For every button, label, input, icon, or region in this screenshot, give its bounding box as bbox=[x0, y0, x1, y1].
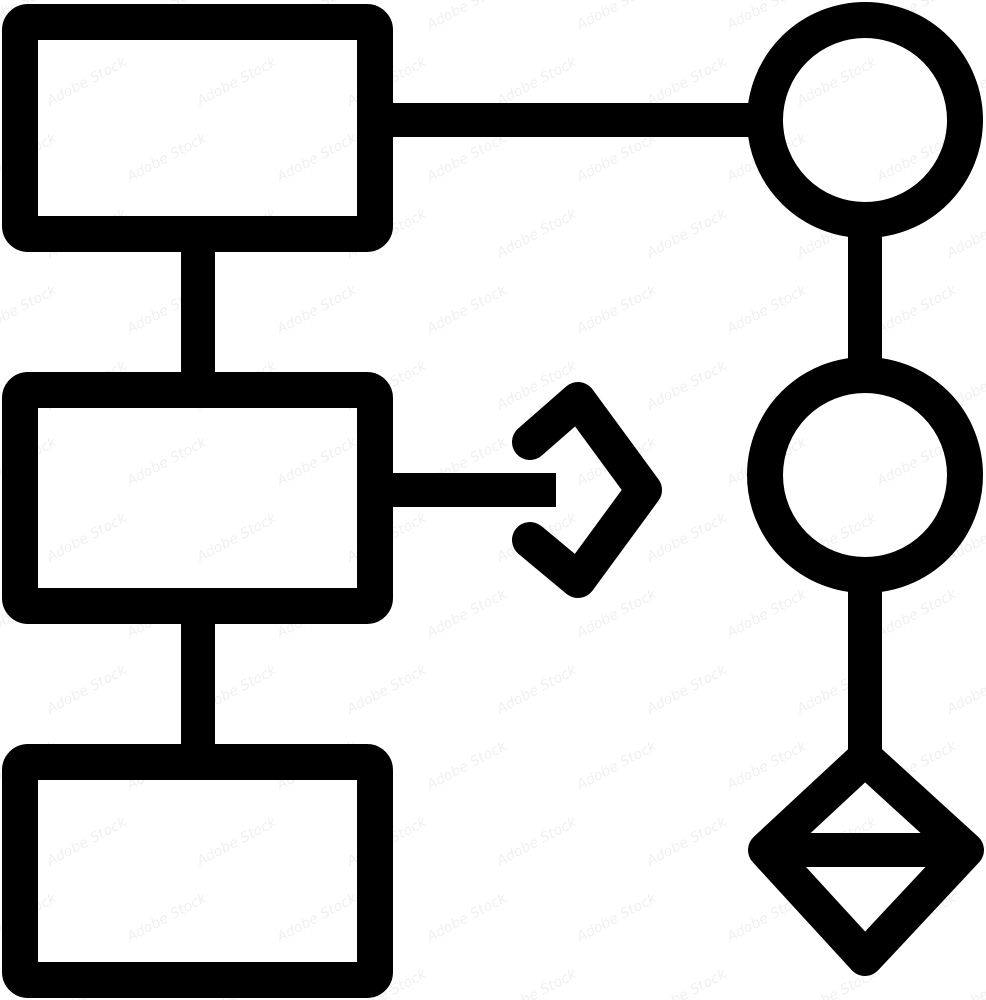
watermark-tile: Adobe Stock bbox=[193, 510, 280, 566]
watermark-tile: Adobe Stock bbox=[43, 814, 130, 870]
watermark-tile: Adobe Stock bbox=[423, 738, 510, 794]
watermark-tile: Adobe Stock bbox=[643, 206, 730, 262]
watermark-tile: Adobe Stock bbox=[643, 358, 730, 414]
process-box-top bbox=[2, 4, 393, 252]
watermark-tile: Adobe Stock bbox=[873, 586, 960, 642]
process-box-bottom bbox=[2, 744, 393, 998]
watermark-tile: Adobe Stock bbox=[573, 0, 660, 34]
watermark-tile: Adobe Stock bbox=[643, 966, 730, 1000]
watermark-tile: Adobe Stock bbox=[723, 586, 810, 642]
watermark-tile: Adobe Stock bbox=[493, 206, 580, 262]
watermark-tile: Adobe Stock bbox=[573, 738, 660, 794]
decision-diamond bbox=[748, 740, 984, 976]
watermark-tile: Adobe Stock bbox=[943, 662, 986, 718]
node-circle-middle bbox=[747, 357, 983, 593]
stock-id-watermark: #169424425 bbox=[5, 869, 25, 985]
watermark-tile: Adobe Stock bbox=[423, 890, 510, 946]
watermark-tile: Adobe Stock bbox=[423, 0, 510, 34]
watermark-tile: Adobe Stock bbox=[643, 54, 730, 110]
watermark-tile: Adobe Stock bbox=[493, 966, 580, 1000]
watermark-tile: Adobe Stock bbox=[643, 662, 730, 718]
watermark-tile: Adobe Stock bbox=[273, 282, 360, 338]
watermark-tile: Adobe Stock bbox=[573, 890, 660, 946]
arrow-head-icon bbox=[512, 382, 662, 598]
process-box-middle bbox=[2, 372, 393, 624]
watermark-tile: Adobe Stock bbox=[493, 814, 580, 870]
watermark-tile: Adobe Stock bbox=[43, 54, 130, 110]
node-circle-top bbox=[747, 2, 983, 238]
watermark-tile: Adobe Stock bbox=[343, 662, 430, 718]
watermark-tile: Adobe Stock bbox=[723, 738, 810, 794]
watermark-tile: Adobe Stock bbox=[573, 130, 660, 186]
watermark-tile: Adobe Stock bbox=[873, 282, 960, 338]
watermark-tile: Adobe Stock bbox=[573, 282, 660, 338]
watermark-tile: Adobe Stock bbox=[43, 510, 130, 566]
watermark-tile: Adobe Stock bbox=[723, 282, 810, 338]
watermark-tile: Adobe Stock bbox=[643, 814, 730, 870]
watermark-tile: Adobe Stock bbox=[43, 662, 130, 718]
watermark-tile: Adobe Stock bbox=[643, 510, 730, 566]
watermark-tile: Adobe Stock bbox=[193, 54, 280, 110]
watermark-tile: Adobe Stock bbox=[0, 282, 60, 338]
watermark-tile: Adobe Stock bbox=[273, 130, 360, 186]
watermark-tile: Adobe Stock bbox=[123, 130, 210, 186]
watermark-tile: Adobe Stock bbox=[193, 814, 280, 870]
watermark-tile: Adobe Stock bbox=[423, 586, 510, 642]
watermark-tile: Adobe Stock bbox=[943, 206, 986, 262]
watermark-tile: Adobe Stock bbox=[273, 890, 360, 946]
watermark-tile: Adobe Stock bbox=[423, 130, 510, 186]
watermark-tile: Adobe Stock bbox=[273, 434, 360, 490]
watermark-tile: Adobe Stock bbox=[493, 54, 580, 110]
watermark-tile: Adobe Stock bbox=[123, 890, 210, 946]
watermark-tile: Adobe Stock bbox=[423, 282, 510, 338]
watermark-tile: Adobe Stock bbox=[493, 662, 580, 718]
watermark-tile: Adobe Stock bbox=[943, 966, 986, 1000]
watermark-tile: Adobe Stock bbox=[123, 434, 210, 490]
